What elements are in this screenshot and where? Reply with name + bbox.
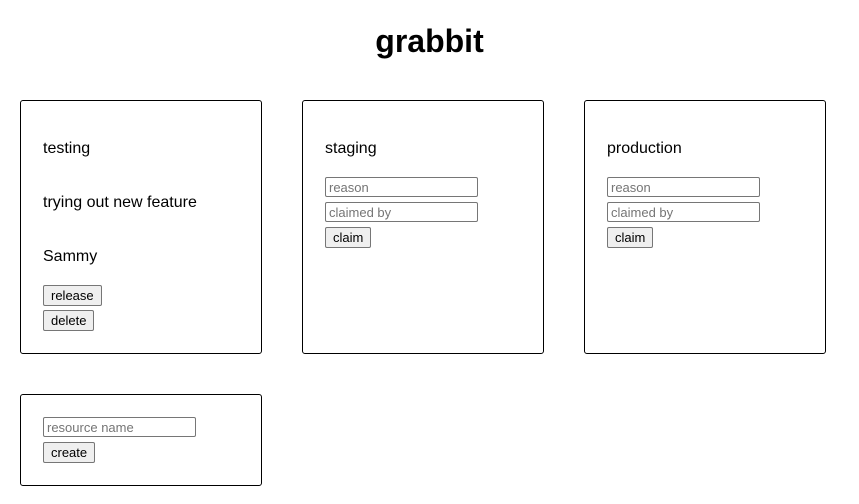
claim-reason: trying out new feature (43, 194, 197, 211)
claim-button[interactable]: claim (325, 227, 372, 248)
resource-card-production: production claim (584, 100, 826, 354)
page-title: grabbit (375, 23, 484, 59)
resource-name: staging (325, 140, 377, 157)
claim-button[interactable]: claim (607, 227, 654, 248)
resource-card-staging: staging claim (302, 100, 544, 354)
reason-input[interactable] (607, 177, 760, 197)
claimed-by-input[interactable] (607, 202, 760, 222)
resource-card-testing: testing trying out new feature Sammy rel… (20, 100, 262, 354)
create-resource-card: create (20, 394, 262, 486)
claimed-by: Sammy (43, 248, 98, 265)
claimed-by-input[interactable] (325, 202, 478, 222)
reason-input[interactable] (325, 177, 478, 197)
release-button[interactable]: release (43, 285, 102, 306)
resource-name: testing (43, 140, 91, 157)
create-button[interactable]: create (43, 442, 96, 463)
resource-name-input[interactable] (43, 417, 196, 437)
resource-name: production (607, 140, 682, 157)
delete-button[interactable]: delete (43, 310, 95, 331)
